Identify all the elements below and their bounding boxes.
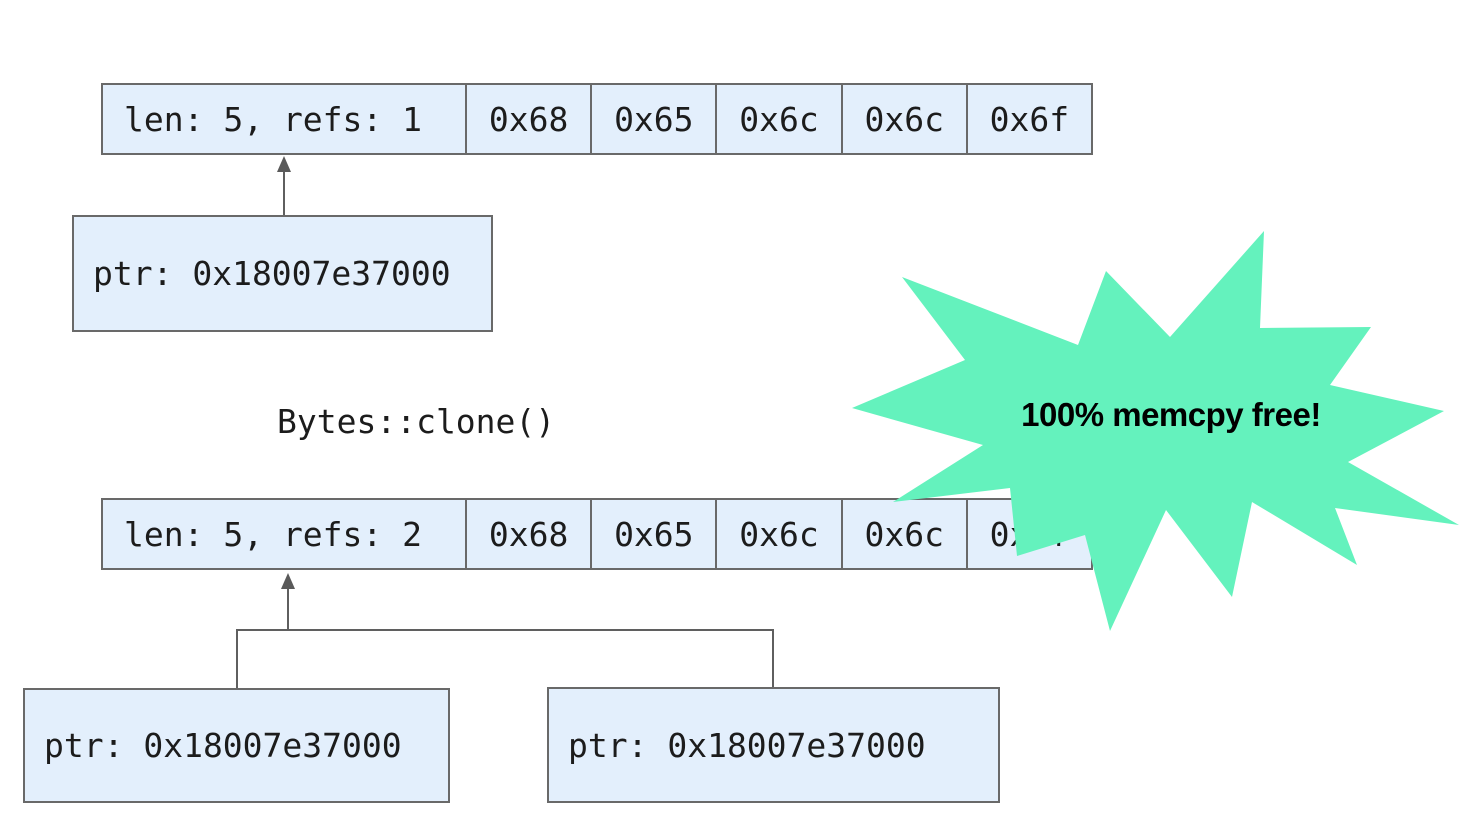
pointer-box: ptr: 0x18007e37000 (72, 215, 493, 332)
pointer-box-label: ptr: 0x18007e37000 (93, 254, 451, 293)
buffer-before-header: len: 5, refs: 1 (124, 99, 423, 139)
pointer-box-label: ptr: 0x18007e37000 (568, 725, 926, 765)
buffer-after: len: 5, refs: 2 0x68 0x65 0x6c 0x6c 0x6f (101, 498, 1093, 570)
byte-cell: 0x6f (965, 85, 1091, 153)
byte-cell: 0x6c (840, 500, 966, 568)
pointer-box: ptr: 0x18007e37000 (23, 688, 450, 803)
connector-elbow-line (236, 629, 774, 688)
byte-cell: 0x6c (715, 500, 840, 568)
starburst-shape (852, 231, 1459, 631)
buffer-after-header: len: 5, refs: 2 (124, 514, 423, 554)
arrow-up-icon (281, 573, 295, 589)
pointer-box-label: ptr: 0x18007e37000 (44, 726, 402, 765)
byte-cell: 0x68 (465, 500, 590, 568)
byte-cell: 0x6c (715, 85, 840, 153)
byte-cell: 0x6c (840, 85, 966, 153)
byte-cell: 0x65 (590, 500, 715, 568)
operation-label: Bytes::clone() (277, 402, 556, 441)
arrow-up-icon (277, 156, 291, 172)
byte-cell: 0x68 (465, 85, 590, 153)
byte-cell: 0x65 (590, 85, 715, 153)
pointer-box: ptr: 0x18007e37000 (547, 687, 1000, 803)
buffer-before: len: 5, refs: 1 0x68 0x65 0x6c 0x6c 0x6f (101, 83, 1093, 155)
starburst-text: 100% memcpy free! (1021, 396, 1321, 433)
